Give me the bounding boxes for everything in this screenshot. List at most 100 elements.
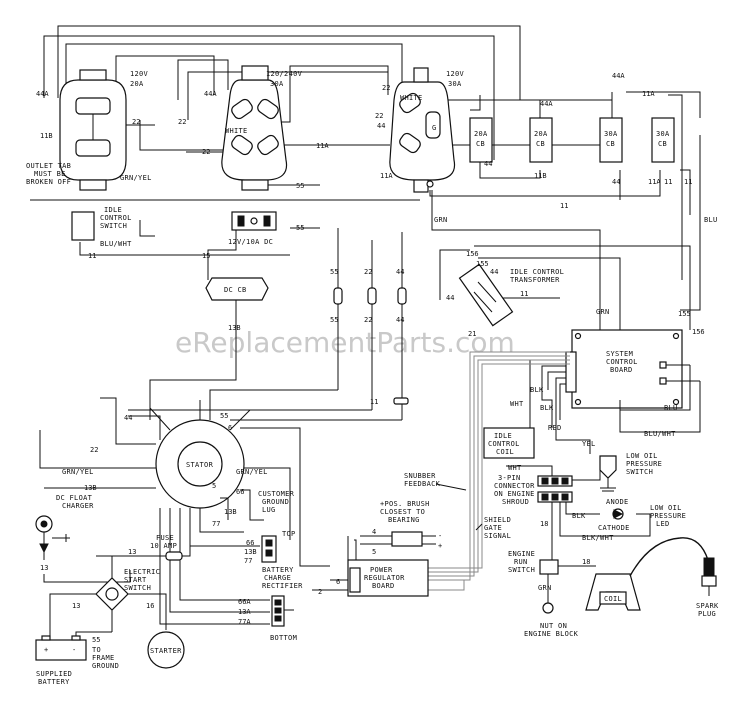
system-control-board: SYSTEM CONTROL BOARD BLU BLU/WHT: [565, 329, 701, 438]
wire-label: 55: [220, 412, 228, 420]
bottom-label: BOTTOM: [270, 634, 297, 642]
wire-label: YEL: [582, 440, 596, 448]
wire-label: 13B: [84, 484, 97, 492]
outlet-mid-voltage: 120/240V: [266, 70, 303, 78]
wire-label: BLK: [572, 512, 586, 520]
wire-label: 156: [466, 250, 479, 258]
cb2-rating: 20A: [534, 130, 548, 138]
wire-label: -: [438, 532, 442, 540]
frame-ground-label: FRAME: [92, 654, 115, 662]
battery-label: BATTERY: [38, 678, 70, 686]
dc-cb-label: DC CB: [224, 286, 247, 294]
transformer-label: IDLE CONTROL: [510, 268, 564, 276]
brush-assembly: 4 5 - + +POS. BRUSH CLOSEST TO BEARING: [360, 500, 442, 556]
wire-label: 18: [582, 558, 590, 566]
led-label: PRESSURE: [650, 512, 686, 520]
starter-label: STARTER: [150, 647, 182, 655]
idle-control-transformer: IDLE CONTROL TRANSFORMER 156 155 44 44 2…: [439, 245, 705, 338]
idle-control-switch: IDLE CONTROL SWITCH BLU/WHT 11: [71, 206, 132, 260]
wire-label: 22: [132, 118, 140, 126]
wire-label: 6: [336, 578, 340, 586]
outlet-ground-label: G: [432, 124, 437, 132]
wire-label: 44A: [36, 90, 49, 98]
snubber-label: SNUBBER: [404, 472, 436, 480]
wire-label: 22: [382, 84, 390, 92]
cb1-label: CB: [476, 140, 485, 148]
dc-float-label: DC FLOAT: [56, 494, 93, 502]
led-label: LED: [656, 520, 670, 528]
wire-label: 155: [476, 260, 489, 268]
transformer-label: TRANSFORMER: [510, 276, 560, 284]
engine-connector: 3-PIN CONNECTOR ON ENGINE SHROUD BLK 18 …: [494, 462, 651, 560]
rectifier-label: RECTIFIER: [262, 582, 303, 590]
watermark: eReplacementParts.com: [175, 326, 515, 359]
rectifier-label: CHARGE: [264, 574, 291, 582]
coil-label: COIL: [604, 595, 622, 603]
wire-label: 156: [692, 328, 705, 336]
idle-switch-label: SWITCH: [100, 222, 127, 230]
shield-label: SHIELD: [484, 516, 511, 524]
wire-label: 2: [318, 588, 322, 596]
customer-lug-label: GROUND: [262, 498, 289, 506]
engine-run-label: ENGINE: [508, 550, 535, 558]
wire-label: 44: [484, 160, 492, 168]
wire-label: 15: [202, 252, 210, 260]
fuse-label: FUSE: [156, 534, 174, 542]
outlet-120v-20a: 120V 20A OUTLET TAB MUST BE BROKEN OFF 4…: [26, 69, 151, 191]
engine-run-switch: ENGINE RUN SWITCH 18 GRN NUT ON ENGINE B…: [508, 550, 596, 638]
wire-label: +: [438, 542, 442, 550]
wire-label: 55: [330, 316, 338, 324]
wire-label: 44A: [612, 72, 625, 80]
brush-label: +POS. BRUSH: [380, 500, 430, 508]
wire-label: 11B: [534, 172, 547, 180]
fuse-label: 10 AMP: [150, 542, 177, 550]
wire-label: 22: [178, 118, 186, 126]
wire-label: 66: [246, 539, 254, 547]
power-board-label: POWER: [370, 566, 393, 574]
frame-ground-label: GROUND: [92, 662, 119, 670]
outlet-right-amps: 30A: [448, 80, 462, 88]
wire-label: 13: [72, 602, 80, 610]
wire-label: 22: [364, 316, 372, 324]
dc-circuit-breaker: DC CB 13B: [149, 277, 269, 420]
wire-label: 44: [124, 414, 132, 422]
wire-label: 155: [678, 310, 691, 318]
wire-label: GRN: [596, 308, 610, 316]
outlet-120v-30a: WHITE G 120V 30A 22 22 44 11A GRN: [375, 67, 464, 224]
electric-start-switch: ELECTRIC START SWITCH 13 16: [49, 556, 167, 640]
cb3-rating: 30A: [604, 130, 618, 138]
wire-label: 66: [236, 488, 244, 496]
power-regulator-board: POWER REGULATOR BOARD 6 2: [312, 536, 429, 597]
wire-label: 5: [372, 548, 376, 556]
cb3-label: CB: [606, 140, 615, 148]
wire-label: BLU: [664, 404, 678, 412]
wire-label: 11: [560, 202, 568, 210]
dc-float-charger: DC FLOAT CHARGER 13: [35, 494, 131, 583]
harness-labels: SNUBBER FEEDBACK SHIELD GATE SIGNAL: [404, 472, 511, 540]
wire-label: 55: [92, 636, 100, 644]
battery-minus: -: [72, 646, 77, 654]
wire-label: 44A: [540, 100, 553, 108]
wire-label: 11: [520, 290, 528, 298]
battery-label: SUPPLIED: [36, 670, 72, 678]
wire-label: RED: [548, 424, 562, 432]
wire-label: 13: [40, 564, 48, 572]
rectifier-label: BATTERY: [262, 566, 294, 574]
starter-motor: STARTER: [147, 631, 185, 669]
wire-label: BLU: [704, 216, 718, 224]
wire-label: 44A: [204, 90, 217, 98]
idle-switch-label: CONTROL: [100, 214, 132, 222]
wire-label: 44: [612, 178, 620, 186]
rectifier-top-label: TOP: [282, 530, 296, 538]
ignition-coil: COIL SPARK PLUG: [585, 537, 719, 618]
wire-label: 11A: [380, 172, 393, 180]
customer-lug-label: LUG: [262, 506, 276, 514]
shield-label: GATE: [484, 524, 502, 532]
start-switch-label: START: [124, 576, 147, 584]
spark-plug-label: PLUG: [698, 610, 716, 618]
customer-ground-lug: CUSTOMER GROUND LUG: [258, 490, 294, 514]
start-switch-label: SWITCH: [124, 584, 151, 592]
wire-label: 22: [202, 148, 210, 156]
wire-label: 13: [128, 548, 136, 556]
idle-coil-label: IDLE: [494, 432, 512, 440]
